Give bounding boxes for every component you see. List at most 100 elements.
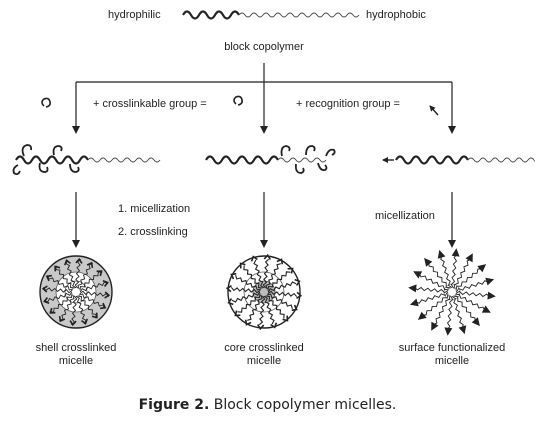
core-micelle-label: core crosslinked micelle — [204, 342, 324, 368]
recognition-group-icon — [409, 298, 419, 307]
crosslinked-group-icon — [287, 267, 294, 274]
micelle-chain — [262, 258, 270, 289]
crosslinked-group-icon — [45, 274, 53, 282]
recognition-group-icon — [465, 253, 473, 263]
modified-polymer-right — [382, 155, 535, 165]
recognition-group-icon — [487, 291, 496, 300]
micelle-chain — [455, 268, 483, 291]
micelle-chain — [263, 295, 275, 325]
crosslinked-group-icon — [49, 307, 56, 314]
micelle-chain — [455, 290, 491, 298]
micelle-chain — [455, 280, 489, 293]
crosslinked-group-icon — [99, 302, 107, 310]
hydrophobic-block — [238, 12, 360, 18]
recognition-group-icon — [437, 249, 446, 259]
crosslinked-group-icon — [294, 278, 301, 286]
micelle-chain — [413, 286, 449, 294]
recognition-group-icon — [471, 317, 480, 327]
micelle-chain — [79, 281, 109, 293]
micelle-chain — [237, 293, 261, 313]
crosslinked-group-icon — [263, 253, 271, 260]
shell-micelle-label-line1: shell crosslinked — [35, 342, 117, 354]
micelle-chain — [450, 253, 458, 289]
micelle-chain — [428, 261, 451, 289]
micelle-chain — [78, 293, 105, 309]
surface-micelle-label-line1: surface functionalized — [398, 342, 506, 354]
hydrophilic-label: hydrophilic — [108, 9, 161, 21]
micelle-chain — [235, 275, 262, 291]
crosslinked-group-icon — [64, 259, 71, 266]
recognition-group-icon — [485, 277, 495, 286]
core-crosslinked-micelle — [225, 253, 303, 331]
recognition-group-label: + recognition group = — [296, 98, 400, 110]
block-copolymer-label: block copolymer — [224, 41, 304, 53]
shell-micelle-label-line2: micelle — [58, 355, 94, 367]
recognition-group-icon — [429, 105, 439, 116]
micelle-chain — [77, 295, 97, 319]
micelle-chain — [421, 293, 449, 316]
micelle-chain — [265, 263, 281, 290]
micelle-chain — [451, 295, 464, 329]
micelle-chain — [446, 295, 454, 331]
recognition-group-icon — [458, 325, 467, 335]
crosslinked-group-icon — [270, 322, 278, 329]
micelle-chain — [74, 258, 81, 289]
micelle-chain — [65, 259, 77, 289]
crosslinked-group-icon — [69, 320, 77, 327]
surface-functionalized-micelle — [408, 248, 496, 336]
micelle-chain — [253, 259, 265, 289]
micelle-chain — [432, 294, 451, 326]
micelle-chain — [267, 281, 297, 293]
micelle-chain — [77, 263, 93, 290]
micellization-label: micellization — [375, 210, 435, 222]
crosslinked-group-icon — [102, 280, 109, 287]
crosslinked-group-icon — [230, 272, 237, 280]
branch-arrows — [72, 63, 456, 134]
step-crosslinking-label: 2. crosslinking — [118, 226, 188, 238]
recognition-group-icon — [451, 248, 460, 257]
crosslinked-group-icon — [86, 261, 94, 269]
surface-micelle-label-line2: micelle — [434, 355, 470, 367]
micelle-chain — [243, 265, 263, 289]
micelle-chain — [266, 293, 293, 309]
micelle-chain — [43, 291, 73, 303]
micelle-chain — [231, 291, 261, 303]
crosslinked-group-icon — [239, 262, 246, 269]
shell-micelle-label: shell crosslinked micelle — [16, 342, 136, 368]
recognition-group-icon — [431, 321, 439, 331]
recognition-group-icon — [477, 264, 487, 273]
crosslinked-group-icon — [257, 324, 265, 331]
micelle-chain — [47, 275, 74, 291]
recognition-group-icon — [424, 257, 433, 267]
micelle-chain — [247, 294, 263, 321]
micelle-chain — [440, 255, 453, 289]
micelle-chain — [55, 265, 75, 289]
surface-micelle-label: surface functionalized micelle — [378, 342, 526, 368]
micelle-chain — [418, 272, 450, 291]
micelle-chain — [267, 290, 298, 298]
hydrophilic-block — [182, 10, 240, 20]
crosslinked-group-icon — [234, 310, 241, 317]
micelle-chain — [454, 293, 486, 312]
crosslinked-group-icon — [276, 258, 284, 265]
figure-caption: Figure 2. Block copolymer micelles. — [0, 397, 535, 413]
micelle-chain — [49, 293, 73, 313]
micelle-chain — [267, 271, 291, 291]
crosslinked-group-icon — [250, 255, 258, 262]
recognition-group-icon — [413, 271, 423, 279]
crosslinked-group-icon — [104, 291, 111, 299]
crosslinkable-group-icon — [41, 97, 51, 108]
micelle-chain — [415, 291, 449, 304]
micelle-chain — [230, 286, 261, 294]
shell-crosslinked-micelle — [39, 255, 113, 329]
crosslinked-group-icon — [225, 285, 232, 293]
micelle-chain — [258, 295, 266, 326]
crosslinkable-group-label: + crosslinkable group = — [93, 98, 207, 110]
micelle-chain — [75, 295, 87, 325]
micelle-chain — [265, 295, 285, 319]
crosslinked-group-icon — [96, 270, 103, 277]
micelle-chain — [59, 294, 75, 321]
crosslinked-group-icon — [75, 257, 83, 264]
